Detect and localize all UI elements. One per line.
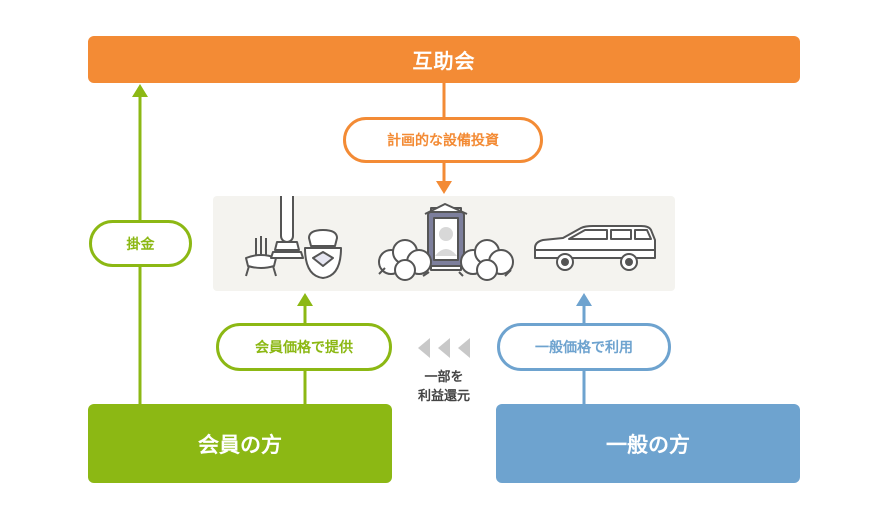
general-price-label: 一般価格で利用: [535, 340, 633, 356]
member-price-label: 会員価格で提供: [255, 340, 353, 356]
rebate-line-2: 利益還元: [417, 389, 470, 404]
installment-arrowhead: [132, 84, 148, 97]
investment-label-pill: 計画的な設備投資: [343, 117, 543, 163]
general-label: 一般の方: [606, 432, 690, 457]
investment-arrowhead: [436, 181, 452, 194]
installment-label: 掛金: [126, 236, 155, 253]
funeral-altar-icon: [378, 203, 514, 281]
cooperative-box: 互助会: [88, 36, 800, 83]
hearse-icon: [534, 225, 656, 271]
member-price-arrowhead: [297, 293, 313, 306]
cooperative-label: 互助会: [412, 49, 476, 73]
altar-icon: [245, 196, 342, 279]
services-panel: [213, 196, 675, 291]
general-price-label-pill: 一般価格で利用: [497, 323, 671, 371]
member-box: 会員の方: [88, 404, 392, 483]
rebate-chevrons: [418, 338, 470, 358]
services-illustrations: [245, 196, 656, 281]
installment-label-pill: 掛金: [89, 220, 192, 267]
member-price-label-pill: 会員価格で提供: [216, 323, 392, 371]
investment-label: 計画的な設備投資: [387, 133, 499, 149]
general-box: 一般の方: [496, 404, 800, 483]
member-label: 会員の方: [198, 432, 282, 457]
rebate-text: 一部を 利益還元: [400, 368, 488, 406]
general-price-arrowhead: [576, 293, 592, 306]
rebate-line-1: 一部を: [424, 370, 464, 385]
